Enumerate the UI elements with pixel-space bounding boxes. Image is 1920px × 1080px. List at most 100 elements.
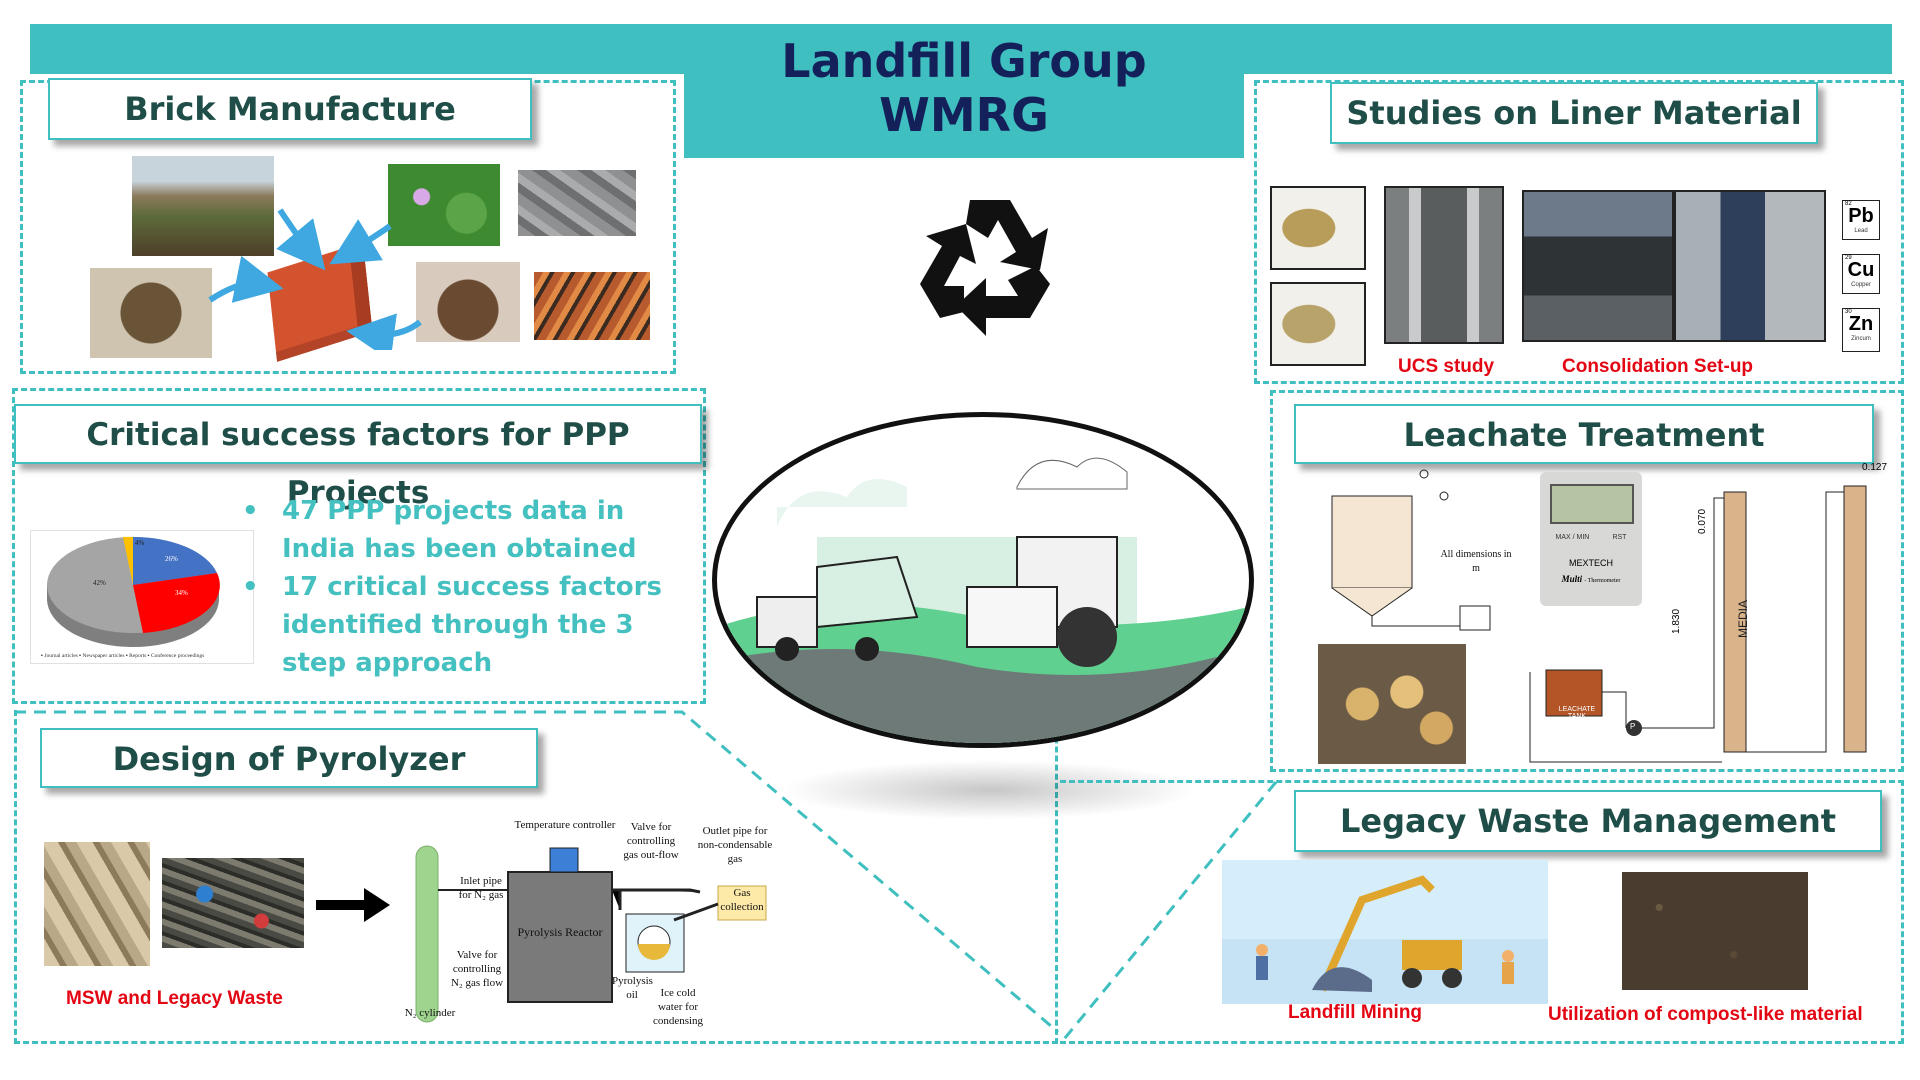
temperature-controller-shape — [549, 847, 579, 873]
recycle-icon — [920, 200, 1050, 336]
ppp-bullet-1: 47 PPP projects data in India has been o… — [234, 492, 688, 568]
landfill-scene-svg — [717, 457, 1249, 743]
caption-landfill-mining: Landfill Mining — [1288, 1002, 1423, 1023]
leachate-samples-photo — [1318, 644, 1466, 764]
pie-chart: 26% 34% 42% 4% ▪ Journal articles ▪ News… — [30, 530, 254, 664]
pump-label: P — [1630, 722, 1636, 731]
consolidation-photo-1 — [1522, 190, 1674, 342]
leachate-dims-note: All dimensions in m — [1440, 549, 1512, 574]
dim-0127: 0.127 — [1862, 462, 1888, 473]
pie-slice-journal — [133, 536, 217, 585]
reactor-drawing — [1331, 469, 1491, 631]
dim-0070: 0.070 — [1697, 508, 1709, 535]
element-name: Copper — [1851, 282, 1871, 288]
legacy-panel — [1060, 780, 1904, 1044]
pyrolyzer-outline — [14, 710, 1059, 1034]
water-hyacinth-photo — [388, 164, 500, 246]
reactor-shape — [507, 871, 613, 1003]
illustration-shadow — [780, 760, 1200, 820]
liner-panel-title: Studies on Liner Material — [1330, 82, 1818, 144]
arrow-icon — [346, 313, 422, 350]
title-block: Landfill Group WMRG — [684, 24, 1244, 158]
meter-sub: - Thermometer — [1584, 578, 1621, 584]
element-number: 30 — [1845, 309, 1852, 315]
element-name: Lead — [1854, 228, 1868, 234]
page-subtitle: WMRG — [879, 88, 1049, 142]
arrow-icon — [329, 219, 392, 265]
pyrolyzer-panel-title: Design of Pyrolyzer — [40, 728, 538, 788]
brick-arrows — [208, 208, 422, 350]
legacy-panel-title: Legacy Waste Management — [1294, 790, 1882, 852]
caption-consolidation: Consolidation Set-up — [1562, 356, 1754, 377]
msw-photo — [44, 842, 150, 966]
ppp-bullet-list: 47 PPP projects data in India has been o… — [234, 492, 688, 682]
element-name: Zincum — [1851, 336, 1871, 342]
pie-slice-conference — [123, 536, 133, 585]
leachate-panel-title: Leachate Treatment — [1294, 404, 1874, 464]
pie-label-conference: 4% — [135, 539, 145, 547]
landfill-mining-svg — [1256, 875, 1514, 992]
landfill-mining-illustration — [1222, 860, 1548, 1004]
label-valve-in: Valve for controlling N₂ gas flow — [450, 949, 504, 989]
pyrolyzer-panel — [14, 710, 1058, 1044]
meter-model: Multi — [1561, 574, 1583, 584]
legacy-waste-photo — [162, 858, 304, 948]
pie-legend: ▪ Journal articles ▪ Newspaper articles … — [41, 652, 204, 659]
label-reactor: Pyrolysis Reactor — [517, 925, 603, 939]
consolidation-photo-2 — [1674, 190, 1826, 342]
meter-brand: MEXTECH — [1568, 558, 1613, 568]
soil-sample-photo-2 — [1270, 282, 1366, 366]
meter-button-rst: RST — [1612, 534, 1627, 541]
ppp-panel-title: Critical success factors for PPP Project… — [14, 404, 702, 511]
compost-photo — [1622, 872, 1808, 990]
arrow-icon — [208, 255, 284, 303]
slate-fragments-photo — [518, 170, 636, 236]
fiber-photo — [90, 268, 212, 358]
label-ice: Ice cold water for condensing — [652, 987, 704, 1027]
ucs-setup-photo — [1384, 186, 1504, 344]
gas-collection-box — [717, 885, 767, 921]
liner-panel — [1254, 80, 1904, 384]
element-symbol: Pb — [1848, 205, 1874, 227]
label-cylinder: N₂ cylinder — [404, 1007, 456, 1019]
media-label: MEDIA — [1736, 599, 1751, 639]
brick-panel-title: Brick Manufacture — [48, 78, 532, 140]
pie-chart-svg: 26% 34% 42% 4% ▪ Journal articles ▪ News… — [41, 536, 220, 659]
pie-slice-newspaper — [133, 573, 220, 633]
pie-label-reports: 42% — [93, 579, 106, 587]
landfill-illustration — [712, 412, 1254, 748]
meter-button-minmax: MAX / MIN — [1555, 534, 1590, 541]
caption-compost: Utilization of compost-like material — [1548, 1004, 1863, 1025]
page-title: Landfill Group — [781, 34, 1147, 88]
label-outlet: Outlet pipe for non-condensable gas — [697, 825, 773, 865]
leaf-litter-photo — [534, 272, 650, 340]
legacy-outline — [1058, 781, 1278, 1045]
landfill-excavator-photo — [132, 156, 274, 256]
pie-label-journal: 26% — [165, 555, 178, 563]
element-symbol: Zn — [1848, 313, 1874, 335]
sawdust-photo — [416, 262, 520, 342]
pyrolyzer-caption: MSW and Legacy Waste — [66, 988, 283, 1009]
caption-ucs: UCS study — [1398, 356, 1495, 377]
pyrolyzer-schematic — [415, 845, 767, 1023]
ppp-bullet-2: 17 critical success factors identified t… — [234, 568, 688, 682]
label-inlet: Inlet pipe for N₂ gas — [458, 875, 504, 901]
label-oil: Pyrolysis oil — [612, 975, 653, 1001]
element-number: 29 — [1845, 255, 1852, 261]
ppp-panel — [12, 388, 706, 704]
label-temperature-controller: Temperature controller — [514, 819, 616, 831]
soil-sample-photo-1 — [1270, 186, 1366, 270]
element-lead-tile: 82 Pb Lead — [1842, 200, 1880, 240]
element-number: 82 — [1845, 201, 1852, 207]
label-valve-out: Valve for controlling gas out-flow — [623, 821, 679, 861]
label-gas-collection: Gas collection — [720, 887, 764, 913]
dim-1830: 1.830 — [1671, 608, 1683, 635]
tank-label: LEACHATE TANK — [1558, 706, 1596, 720]
leachate-panel — [1270, 390, 1904, 772]
n2-cylinder-shape — [415, 845, 439, 1023]
meter-photo: MAX / MIN RST MEXTECH Multi - Thermomete… — [1540, 472, 1642, 606]
arrow-right-icon — [316, 888, 390, 922]
element-symbol: Cu — [1847, 259, 1875, 281]
element-copper-tile: 29 Cu Copper — [1842, 254, 1880, 294]
arrow-icon — [276, 208, 326, 271]
